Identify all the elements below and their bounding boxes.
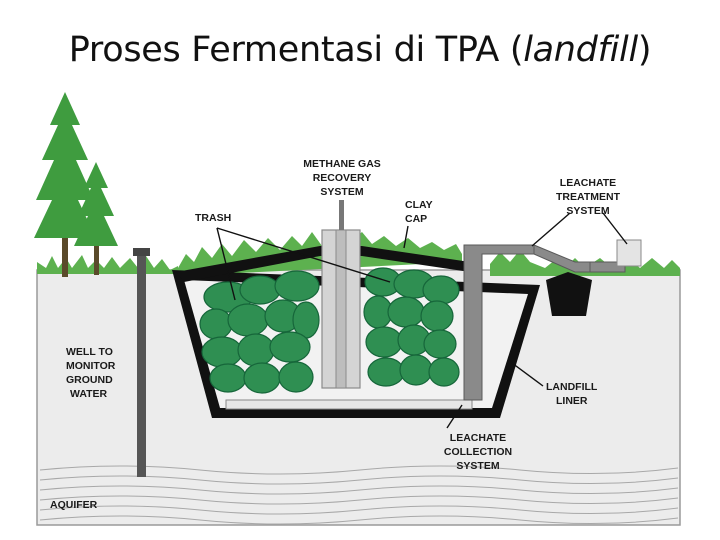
leachate-collection-pipe <box>225 399 473 410</box>
label-leachate-treatment-2: TREATMENT <box>556 191 621 203</box>
tree-left <box>34 92 96 277</box>
title-close-paren: ) <box>637 30 652 70</box>
label-collection-2: COLLECTION <box>444 446 512 458</box>
leachate-pipe <box>463 244 626 401</box>
monitoring-well <box>133 248 150 477</box>
trash-pile-left <box>199 270 320 394</box>
label-liner-2: LINER <box>556 395 588 407</box>
label-well-1: WELL TO <box>66 346 113 358</box>
treatment-building <box>616 239 642 267</box>
aquifer-layer <box>39 465 679 525</box>
label-methane-2: RECOVERY <box>313 172 372 184</box>
trash-pile-right <box>363 267 460 387</box>
label-leachate-treatment-3: SYSTEM <box>566 205 609 217</box>
clay-cap <box>176 246 470 282</box>
label-well-4: WATER <box>70 388 108 400</box>
label-clay-2: CAP <box>405 213 427 225</box>
label-methane-3: SYSTEM <box>320 186 363 198</box>
label-leachate-treatment-1: LEACHATE <box>560 177 616 189</box>
methane-recovery-pipe <box>321 200 361 389</box>
label-liner-1: LANDFILL <box>546 381 598 393</box>
label-well-2: MONITOR <box>66 360 116 372</box>
label-trash: TRASH <box>195 212 231 224</box>
tree-right <box>74 162 118 275</box>
label-well-3: GROUND <box>66 374 113 386</box>
slide-title: Proses Fermentasi di TPA (landfill) <box>0 30 720 70</box>
title-text: Proses Fermentasi di TPA ( <box>68 30 524 70</box>
label-collection-1: LEACHATE <box>450 432 506 444</box>
label-leaders <box>216 212 628 429</box>
label-collection-3: SYSTEM <box>456 460 499 472</box>
title-italic-text: landfill <box>523 30 638 70</box>
label-methane-1: METHANE GAS <box>303 158 381 170</box>
diagram-labels: METHANE GAS RECOVERY SYSTEM TRASH CLAY C… <box>50 158 621 511</box>
leachate-treatment-tank <box>546 272 592 316</box>
label-aquifer: AQUIFER <box>50 499 98 511</box>
label-clay-1: CLAY <box>405 199 433 211</box>
